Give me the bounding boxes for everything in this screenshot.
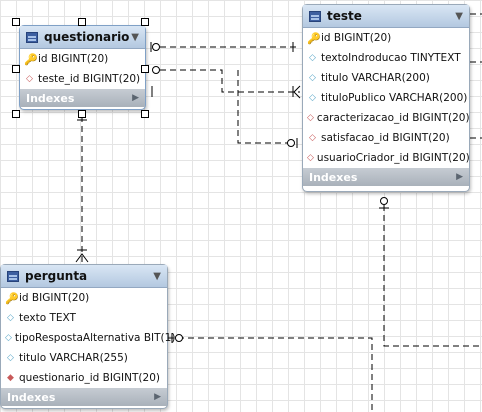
connector-teste-offscreen-left <box>237 70 288 144</box>
column-row[interactable]: 🔑 id BIGINT(20) <box>20 49 145 69</box>
table-header[interactable]: pergunta ▼ <box>1 265 167 288</box>
table-questionario[interactable]: questionario ▼ 🔑 id BIGINT(20) ◇ teste_i… <box>19 25 146 110</box>
attribute-icon: ◇ <box>5 332 12 343</box>
primary-key-icon: 🔑 <box>307 31 321 45</box>
cardinality-circle <box>380 197 388 205</box>
indexes-bar[interactable]: Indexes ▶ <box>20 89 145 107</box>
column-row[interactable]: ◇ texto TEXT <box>1 308 167 328</box>
foreign-key-icon: ◇ <box>307 112 314 123</box>
resize-handle[interactable] <box>78 110 86 118</box>
table-teste[interactable]: teste ▼ 🔑 id BIGINT(20) ◇ textoIndroduca… <box>302 4 470 192</box>
collapse-arrow-icon[interactable]: ▼ <box>131 31 139 43</box>
column-row[interactable]: ◆ questionario_id BIGINT(20) <box>1 368 167 388</box>
indexes-label: Indexes <box>309 170 358 184</box>
foreign-key-icon: ◇ <box>26 73 33 84</box>
resize-handle[interactable] <box>12 65 20 73</box>
column-row[interactable]: ◇ satisfacao_id BIGINT(20) <box>303 128 469 148</box>
attribute-icon: ◇ <box>7 312 14 323</box>
resize-handle[interactable] <box>141 110 149 118</box>
resize-handle[interactable] <box>12 110 20 118</box>
column-row[interactable]: ◇ caracterizacao_id BIGINT(20) <box>303 108 470 128</box>
attribute-icon: ◇ <box>309 52 316 63</box>
column-row[interactable]: ◇ titulo VARCHAR(255) <box>1 348 167 368</box>
cardinality-circle <box>152 43 160 51</box>
column-label: satisfacao_id BIGINT(20) <box>321 132 450 144</box>
foreign-key-icon: ◇ <box>309 132 316 143</box>
column-row[interactable]: ◇ tipoRespostaAlternativa BIT(1) <box>1 328 175 348</box>
column-label: questionario_id BIGINT(20) <box>19 372 160 384</box>
attribute-icon: ◇ <box>309 92 316 103</box>
attribute-icon: ◇ <box>7 352 14 363</box>
column-label: titulo VARCHAR(255) <box>19 352 128 364</box>
column-label: id BIGINT(20) <box>321 32 392 44</box>
column-label: caracterizacao_id BIGINT(20) <box>316 112 470 124</box>
column-row[interactable]: 🔑 id BIGINT(20) <box>1 288 167 308</box>
table-icon <box>309 10 321 22</box>
column-row[interactable]: 🔑 id BIGINT(20) <box>303 28 469 48</box>
crows-foot <box>75 253 89 263</box>
expand-arrow-icon[interactable]: ▶ <box>154 392 161 402</box>
connector-teste-offscreen-bottom <box>383 205 482 347</box>
foreign-key-icon: ◇ <box>307 152 314 163</box>
column-label: texto TEXT <box>19 312 76 324</box>
indexes-bar[interactable]: Indexes ▶ <box>1 388 167 406</box>
column-label: tituloPublico VARCHAR(200) <box>321 92 468 104</box>
table-icon <box>7 270 19 282</box>
indexes-label: Indexes <box>7 390 56 404</box>
column-row[interactable]: ◇ textoIndroducao TINYTEXT <box>303 48 469 68</box>
table-title: pergunta <box>25 269 88 283</box>
column-row[interactable]: ◇ usuarioCriador_id BIGINT(20) <box>303 148 470 168</box>
resize-handle[interactable] <box>141 65 149 73</box>
resize-handle[interactable] <box>12 18 20 26</box>
column-row[interactable]: ◇ tituloPublico VARCHAR(200) <box>303 88 469 108</box>
table-header[interactable]: teste ▼ <box>303 5 469 28</box>
cardinality-circle <box>152 66 160 74</box>
table-icon <box>26 31 38 43</box>
collapse-arrow-icon[interactable]: ▼ <box>153 270 161 282</box>
column-label: textoIndroducao TINYTEXT <box>321 52 461 64</box>
table-title: questionario <box>44 30 130 44</box>
primary-key-icon: 🔑 <box>5 291 19 305</box>
indexes-label: Indexes <box>26 91 75 105</box>
table-pergunta[interactable]: pergunta ▼ 🔑 id BIGINT(20) ◇ texto TEXT … <box>0 264 175 409</box>
collapse-arrow-icon[interactable]: ▼ <box>455 10 463 22</box>
resize-handle[interactable] <box>78 18 86 26</box>
column-row[interactable]: ◇ titulo VARCHAR(200) <box>303 68 469 88</box>
column-label: teste_id BIGINT(20) <box>38 73 141 85</box>
indexes-bar[interactable]: Indexes ▶ <box>303 168 469 186</box>
primary-key-icon: 🔑 <box>24 52 38 66</box>
cardinality-circle <box>175 334 183 342</box>
table-title: teste <box>327 9 362 23</box>
column-label: id BIGINT(20) <box>19 292 90 304</box>
connector-pergunta-offscreen <box>168 337 373 412</box>
attribute-icon: ◇ <box>309 72 316 83</box>
column-label: usuarioCriador_id BIGINT(20) <box>316 152 470 164</box>
crows-foot <box>293 85 301 99</box>
connector-questionario-teste-bottom <box>160 69 300 93</box>
column-row[interactable]: ◇ teste_id BIGINT(20) <box>20 69 145 89</box>
column-label: titulo VARCHAR(200) <box>321 72 430 84</box>
cardinality-circle <box>287 139 295 147</box>
foreign-key-icon: ◆ <box>7 372 14 383</box>
column-label: id BIGINT(20) <box>38 53 109 65</box>
column-label: tipoRespostaAlternativa BIT(1) <box>14 332 176 344</box>
expand-arrow-icon[interactable]: ▶ <box>132 93 139 103</box>
resize-handle[interactable] <box>141 18 149 26</box>
table-header[interactable]: questionario ▼ <box>20 26 145 49</box>
expand-arrow-icon[interactable]: ▶ <box>456 172 463 182</box>
